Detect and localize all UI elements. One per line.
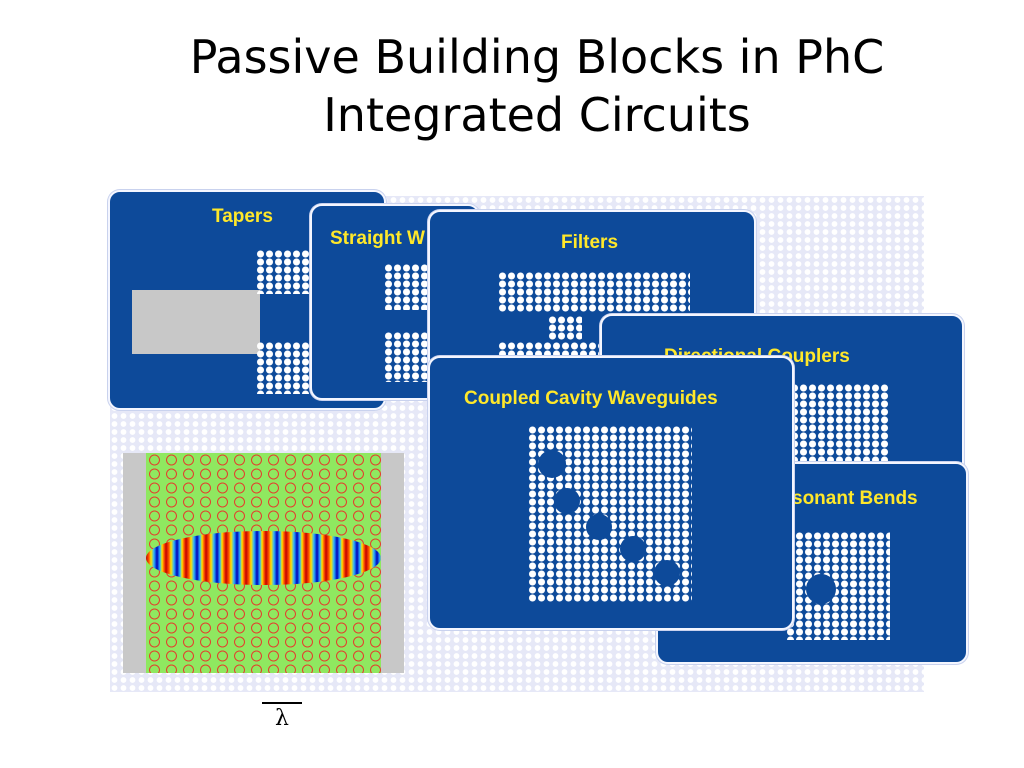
- tapers-title: Tapers: [212, 206, 273, 227]
- filters-cavity-lattice: [548, 316, 582, 340]
- cavity-2: [554, 488, 580, 514]
- straight-waveguide-title: Straight W: [330, 228, 425, 249]
- cavity-4: [620, 536, 646, 562]
- field-simulation-panel: [123, 453, 404, 673]
- guided-mode-wave: [146, 531, 381, 585]
- taper-lower-lattice: [256, 342, 316, 394]
- cavity-5: [654, 560, 680, 586]
- field-map: [146, 453, 381, 673]
- wavelength-label: λ: [275, 706, 289, 731]
- title-line-1: Passive Building Blocks in PhC: [189, 30, 885, 84]
- bends-lattice: [786, 532, 890, 640]
- title-line-2: Integrated Circuits: [323, 88, 751, 142]
- coupled-cavity-card: Coupled Cavity Waveguides: [428, 356, 794, 630]
- filters-title: Filters: [561, 232, 619, 253]
- filters-upper-lattice: [498, 272, 690, 312]
- taper-waveguide-block: [132, 290, 260, 354]
- cavity-3: [586, 514, 612, 540]
- wavelength-scale-bar: [262, 702, 302, 704]
- resonant-bends-title: sonant Bends: [792, 488, 918, 509]
- taper-upper-lattice: [256, 250, 316, 294]
- slide-title: Passive Building Blocks in PhC Integrate…: [0, 28, 1024, 144]
- bends-cavity: [806, 574, 836, 604]
- coupled-cavity-title: Coupled Cavity Waveguides: [464, 388, 718, 409]
- couplers-lattice: [790, 384, 890, 476]
- cavity-1: [538, 450, 566, 478]
